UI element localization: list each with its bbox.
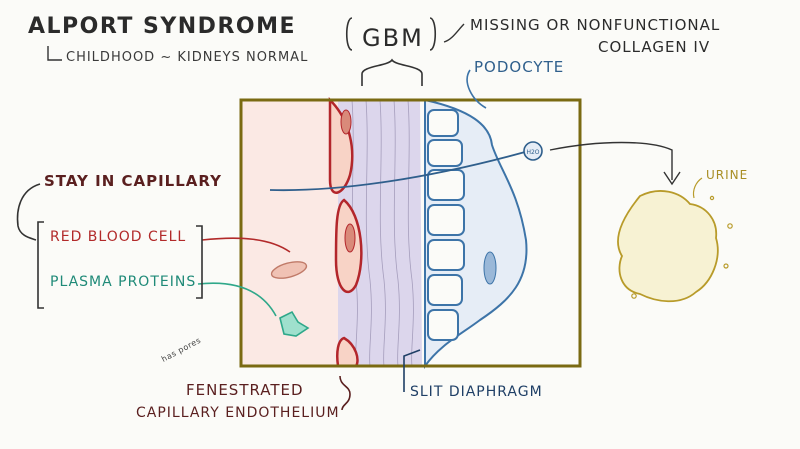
red-blood-cell bbox=[270, 261, 308, 279]
red-blood-cell-label: RED BLOOD CELL bbox=[50, 229, 187, 245]
fenestrated-brace bbox=[339, 375, 351, 411]
zoom-frame bbox=[239, 98, 582, 368]
plasma-proteins-label: PLASMA PROTEINS bbox=[50, 274, 197, 290]
podocyte-label: PODOCYTE bbox=[474, 58, 565, 76]
filtration-arrow bbox=[269, 151, 526, 192]
urine-arrowhead bbox=[663, 171, 681, 186]
podocyte-foot-processes bbox=[427, 109, 465, 341]
water-molecule bbox=[523, 141, 543, 161]
slit-diaphragm-label: SLIT DIAPHRAGM bbox=[410, 384, 543, 400]
left-group-bracket bbox=[16, 183, 41, 241]
gbm-brace bbox=[361, 58, 423, 86]
plasma-protein bbox=[279, 310, 310, 337]
urine-label: URINE bbox=[706, 168, 749, 182]
h2o-label: H2O bbox=[526, 149, 539, 156]
gbm-bracket-left bbox=[345, 17, 353, 51]
gbm-band bbox=[338, 100, 422, 366]
page-title: ALPORT SYNDROME bbox=[28, 14, 297, 39]
plasma-leader bbox=[197, 282, 277, 317]
fenestrated-label: FENESTRATED bbox=[186, 381, 304, 399]
gbm-bracket-right bbox=[429, 17, 437, 51]
podocyte-leader bbox=[466, 69, 487, 109]
rbc-leader bbox=[201, 237, 291, 253]
endothelial-nuclei bbox=[340, 109, 356, 253]
subtitle: CHILDHOOD ~ KIDNEYS NORMAL bbox=[66, 50, 309, 65]
urine-arrow bbox=[549, 141, 673, 180]
missing-leader bbox=[443, 23, 465, 43]
missing-collagen-line1: MISSING or NONFUNCTIONAL bbox=[470, 16, 721, 34]
podocyte-nucleus bbox=[483, 251, 497, 285]
urine-label-leader bbox=[692, 177, 703, 199]
gbm-label: GBM bbox=[362, 24, 424, 52]
capillary-endothelium-label: CAPILLARY ENDOTHELIUM bbox=[136, 405, 340, 421]
inner-bracket-right bbox=[196, 225, 203, 299]
stay-in-capillary-label: STAY in CAPILLARY bbox=[44, 172, 222, 190]
inner-bracket-left bbox=[37, 221, 44, 309]
missing-collagen-line2: COLLAGEN IV bbox=[598, 38, 711, 56]
subtitle-hook bbox=[47, 46, 62, 61]
urine-blob bbox=[617, 190, 719, 303]
urine-droplets bbox=[631, 195, 733, 299]
slit-leader bbox=[403, 349, 421, 392]
